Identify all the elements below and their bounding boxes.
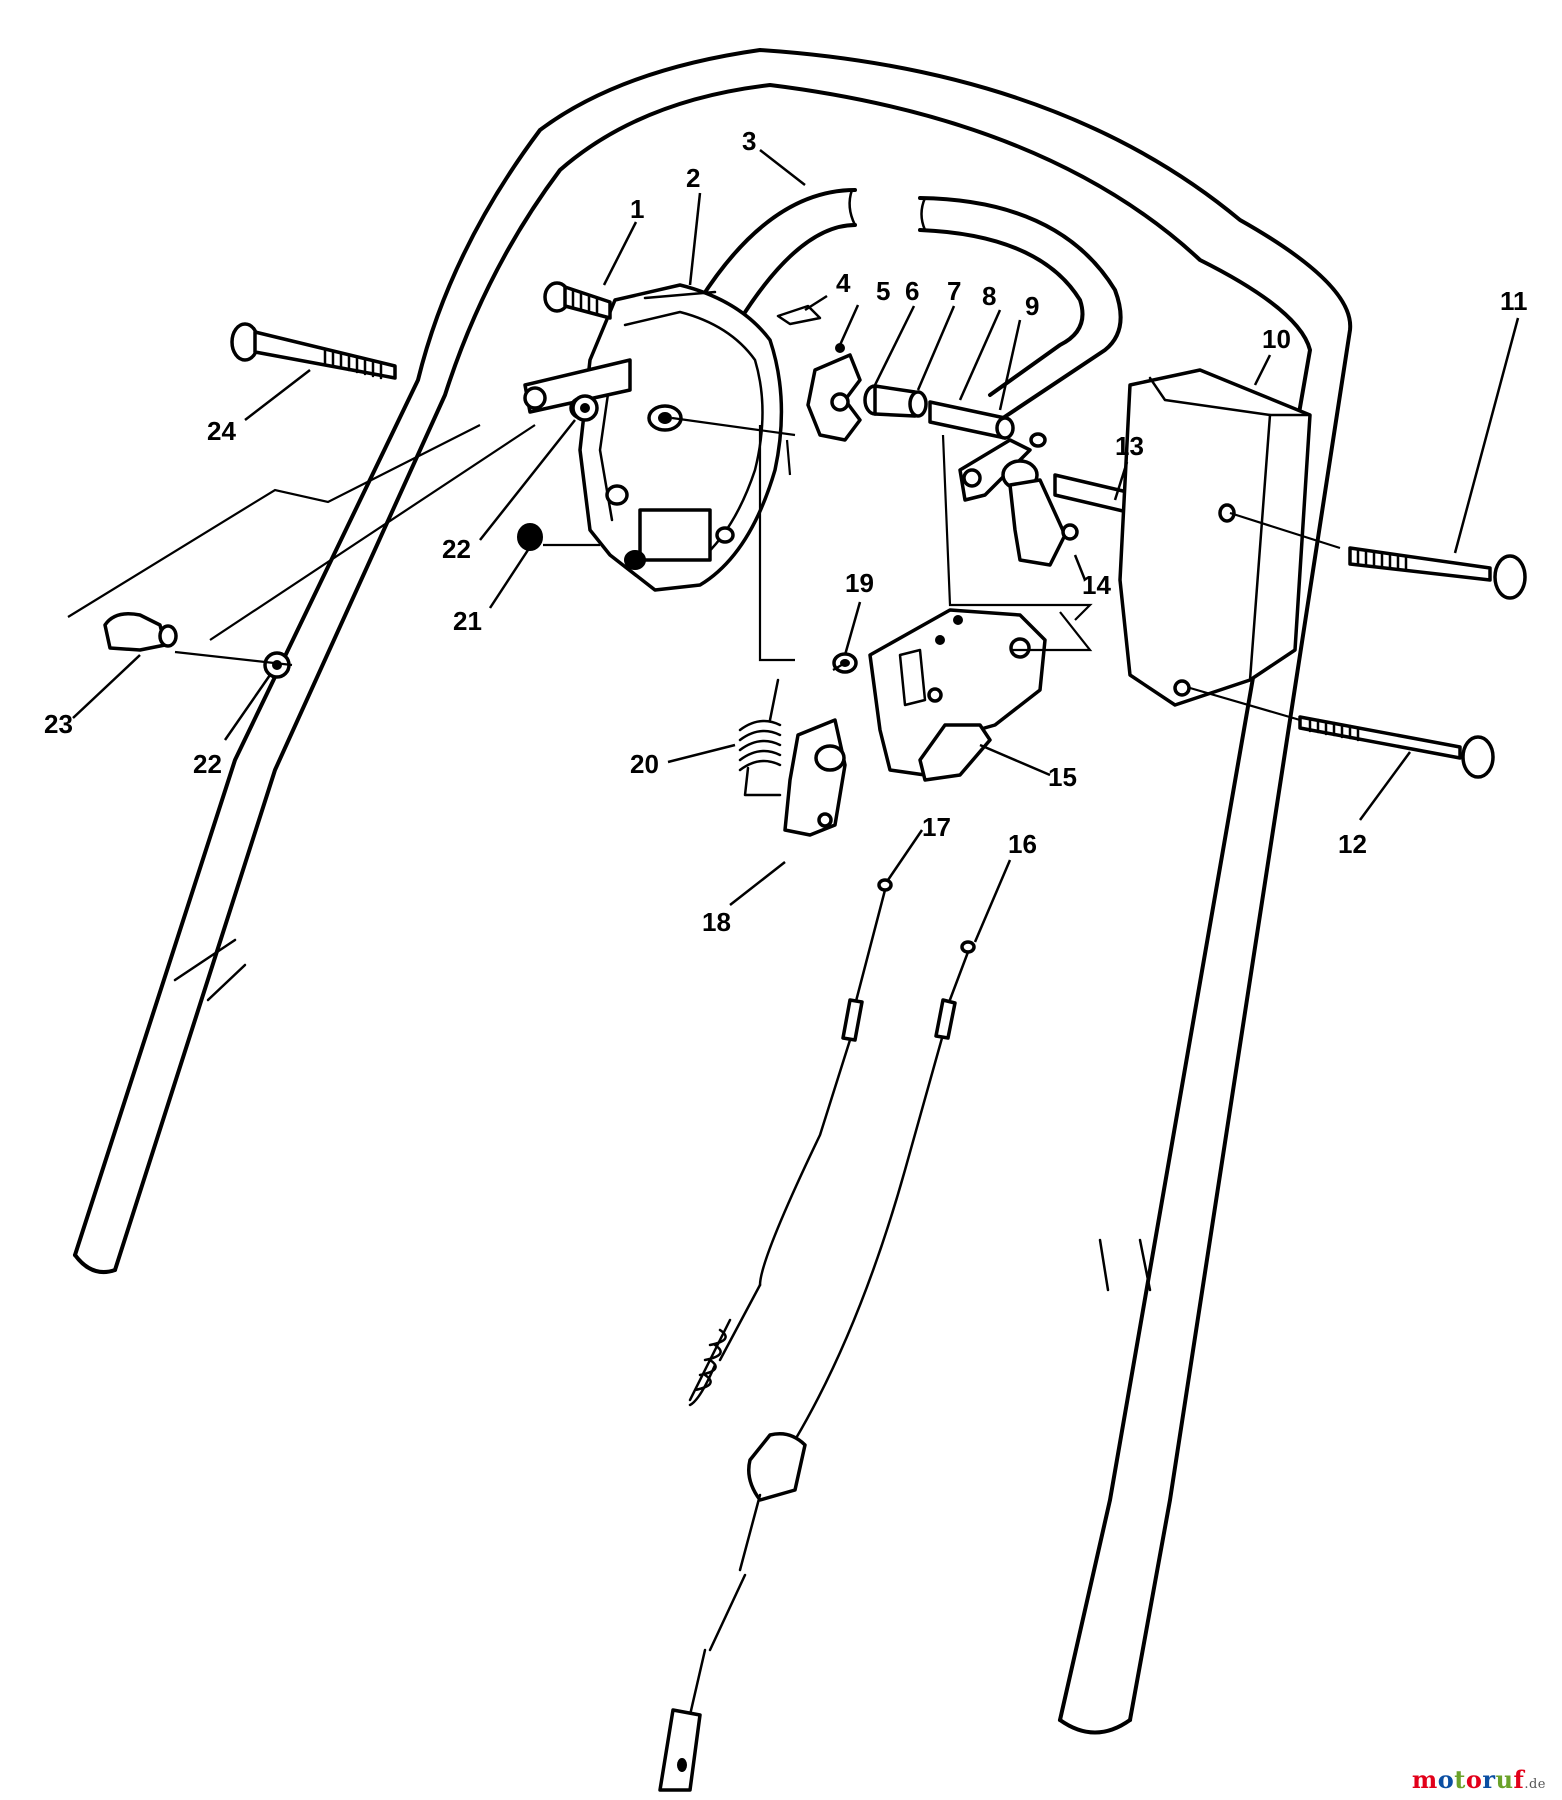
callout-2: 2 [686, 163, 700, 193]
spring-20 [738, 678, 782, 797]
right-housing [1118, 368, 1312, 707]
callout-5: 5 [876, 276, 890, 306]
nut-21 [517, 523, 543, 551]
callout-labels: 1 2 3 4 5 6 7 8 9 10 11 12 13 14 15 16 1… [44, 126, 1528, 937]
callout-16: 16 [1008, 829, 1037, 859]
callout-11: 11 [1500, 286, 1528, 316]
callout-18: 18 [702, 907, 731, 937]
callout-7: 7 [947, 276, 961, 306]
control-bail [698, 188, 1123, 422]
shaft-assembly [863, 384, 1015, 440]
callout-15: 15 [1048, 762, 1077, 792]
lever-14 [1001, 459, 1079, 567]
callout-13: 13 [1115, 431, 1144, 461]
callout-22-upper: 22 [442, 534, 471, 564]
screw-1 [543, 281, 612, 320]
callout-12: 12 [1338, 829, 1367, 859]
bolt-12 [1298, 715, 1495, 779]
callout-9: 9 [1025, 291, 1039, 321]
bushing-22-upper [571, 394, 599, 422]
callout-1: 1 [630, 194, 644, 224]
callout-leaders [72, 149, 1520, 943]
lever-18 [783, 718, 847, 837]
bolt-11 [1348, 546, 1527, 600]
callout-19: 19 [845, 568, 874, 598]
bail-plate [958, 432, 1047, 502]
callout-23: 23 [44, 709, 73, 739]
callout-22-lower: 22 [193, 749, 222, 779]
callout-3: 3 [742, 126, 756, 156]
callout-20: 20 [630, 749, 659, 779]
pawl-assembly [776, 304, 862, 442]
watermark-text: motoruf [1411, 1765, 1525, 1794]
callout-24: 24 [207, 416, 236, 446]
callout-4: 4 [836, 268, 851, 298]
assembly-lines [67, 416, 1341, 722]
handle-frame [73, 48, 1353, 1735]
motoruf-watermark: motoruf.de [1412, 1765, 1546, 1794]
cable-17 [688, 878, 893, 1407]
watermark-domain: .de [1524, 1777, 1546, 1792]
callout-8: 8 [982, 281, 996, 311]
bracket-15 [868, 608, 1047, 782]
callout-10: 10 [1262, 324, 1291, 354]
control-housing [578, 283, 784, 592]
clamp-23 [103, 612, 178, 652]
callout-17: 17 [922, 812, 951, 842]
cable-16 [658, 940, 976, 1792]
bolt-24 [230, 322, 397, 380]
callout-6: 6 [905, 276, 919, 306]
callout-14: 14 [1082, 570, 1111, 600]
callout-21: 21 [453, 606, 482, 636]
